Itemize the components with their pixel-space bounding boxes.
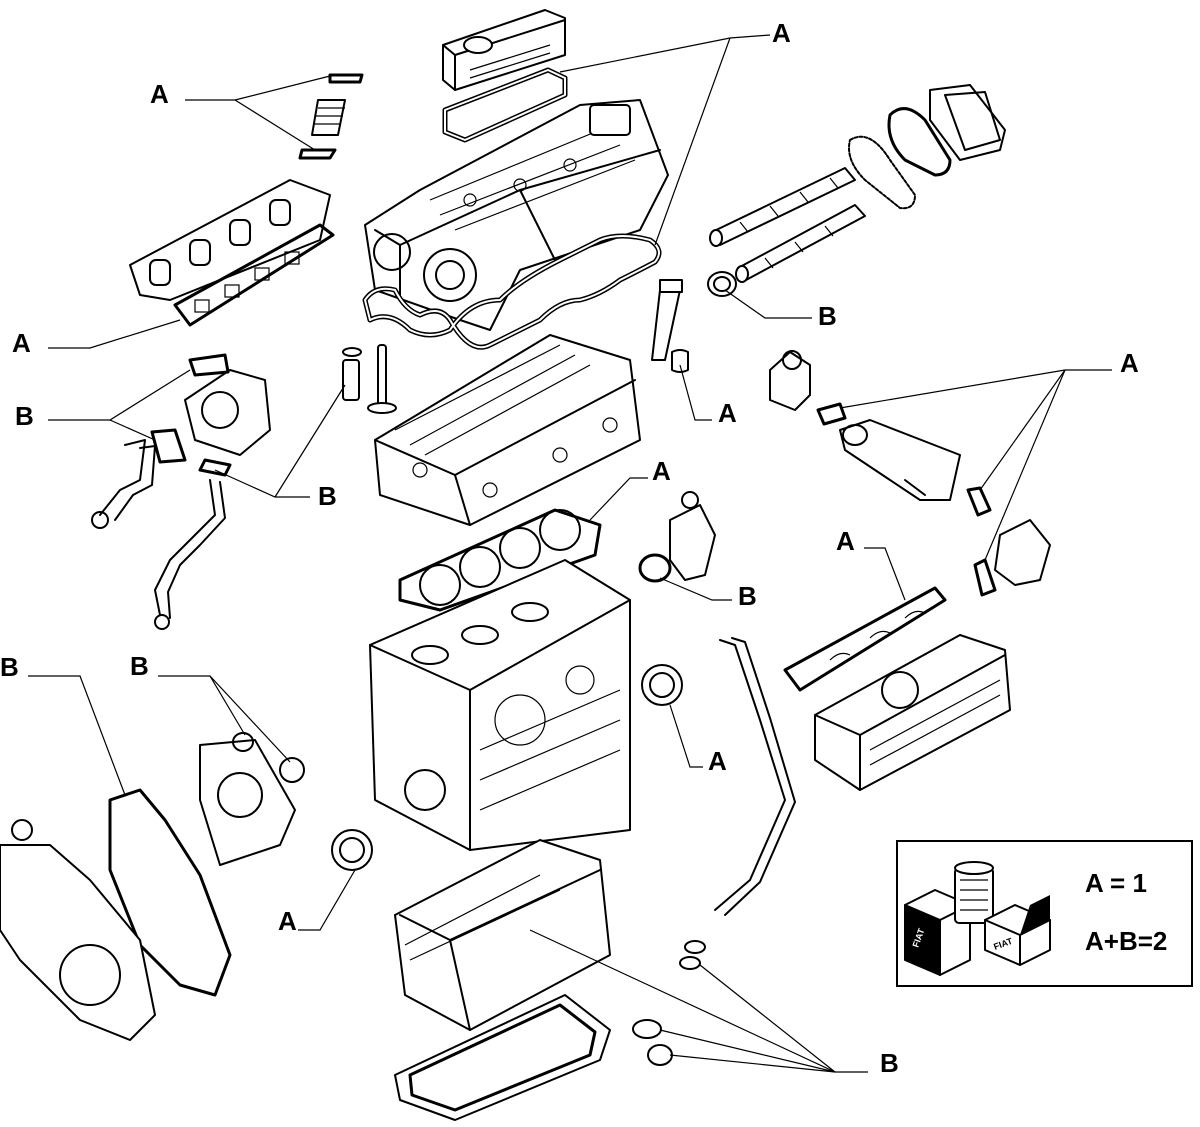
exhaust-manifold-gasket (173, 223, 335, 327)
front-cover-gasket (108, 788, 232, 997)
legend-line-2: A+B=2 (1085, 926, 1167, 956)
turbo-housing (184, 353, 271, 456)
oil-pan-lower (394, 994, 611, 1121)
water-pump (199, 739, 296, 866)
oil-feed-pipe (91, 439, 156, 529)
turbo-gasket (150, 428, 187, 464)
legend-line-1: A = 1 (1085, 868, 1147, 898)
callout-a-head-gasket: A (652, 456, 671, 486)
callout-a-injector: A (718, 398, 737, 428)
cam-carrier (364, 99, 669, 331)
drain-plug-seal (632, 1019, 673, 1066)
dipstick-o-rings (679, 940, 706, 970)
callout-b-timing-cover: B (130, 651, 149, 681)
gasket-kit-icon: FIAT FIAT (904, 861, 1051, 976)
callout-a-crank-seal-left: A (278, 906, 297, 936)
callout-a-top-left: A (150, 79, 169, 109)
front-cover (0, 819, 156, 1041)
camshaft-upper (709, 167, 856, 247)
thermostat-housing (669, 491, 716, 581)
injector (651, 279, 689, 373)
egr-gasket (816, 402, 847, 426)
engine-block (369, 559, 631, 851)
callout-a-intake-right: A (836, 526, 855, 556)
legend: FIAT FIAT A = 1 A+B=2 (896, 840, 1193, 987)
timing-chain (848, 135, 916, 210)
egr-cooler (839, 419, 961, 501)
callout-b-left-turbo: B (15, 401, 34, 431)
dipstick-tube (714, 637, 796, 916)
callout-b-left-pipe: B (318, 481, 337, 511)
callout-b-oil-pan: B (880, 1048, 899, 1078)
callout-b-water-pump: B (0, 652, 19, 682)
egr-pipe-flange (973, 519, 1051, 597)
callout-a-crank-seal-right: A (708, 746, 727, 776)
cylinder-head (374, 334, 641, 526)
oil-return-pipe (154, 458, 232, 630)
intake-manifold-gasket (783, 586, 947, 692)
callout-a-egr-right: A (1120, 348, 1139, 378)
head-gasket (398, 508, 602, 612)
timing-cover (929, 84, 1006, 161)
oil-pan-upper (394, 839, 611, 1031)
callout-labels: A A A B B B A A A B A B B A A B (0, 18, 1139, 1078)
valve-and-guide (342, 344, 397, 414)
thermostat-seal (638, 553, 672, 583)
intake-manifold (814, 634, 1011, 791)
callout-b-camshaft: B (818, 301, 837, 331)
cam-cover-top-cap (442, 9, 566, 91)
callout-a-left-manifold: A (12, 328, 31, 358)
egr-valve (769, 350, 811, 411)
leader-lines (28, 34, 1112, 1073)
crank-seal-left (331, 829, 373, 871)
water-pump-seals (232, 732, 305, 783)
flex-pipe (298, 73, 364, 160)
egr-cooler-gasket (966, 486, 992, 517)
camshaft-seal (707, 271, 737, 297)
crank-seal-right (641, 664, 683, 706)
exhaust-manifold (129, 179, 331, 301)
timing-cover-gasket (887, 107, 952, 177)
camshaft-lower (735, 204, 866, 283)
cam-carrier-gasket (362, 233, 662, 350)
cam-cover-gasket (442, 67, 568, 143)
callout-b-thermostat: B (738, 581, 757, 611)
callout-a-top-right: A (772, 18, 791, 48)
